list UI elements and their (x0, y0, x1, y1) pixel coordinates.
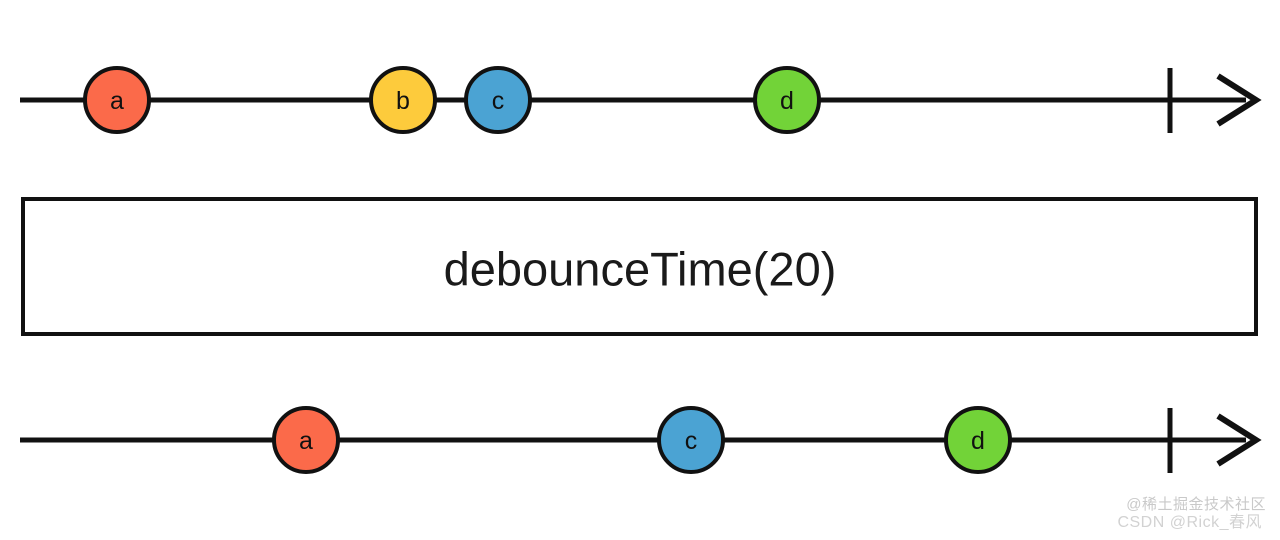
marble-circle-b (369, 66, 437, 134)
operator-box-rect (21, 197, 1258, 336)
input-marble-b[interactable]: b (369, 66, 437, 134)
marble-circle-c (657, 406, 725, 474)
input-arrow-head (1216, 73, 1262, 127)
input-marble-c[interactable]: c (464, 66, 532, 134)
output-marble-a[interactable]: a (272, 406, 340, 474)
marble-label-d: d (971, 427, 985, 455)
marble-label-a: a (110, 87, 124, 115)
input-marble-a[interactable]: a (83, 66, 151, 134)
marble-label-c: c (492, 87, 505, 115)
marble-circle-d (944, 406, 1012, 474)
operator-box[interactable]: debounceTime(20) (21, 197, 1258, 336)
marble-circle-a (83, 66, 151, 134)
marble-label-a: a (299, 427, 313, 455)
marble-circle-c (464, 66, 532, 134)
operator-label: debounceTime(20) (444, 243, 837, 296)
marble-label-b: b (396, 87, 410, 115)
input-timeline: a b c d (20, 66, 1262, 134)
marble-circle-a (272, 406, 340, 474)
marble-label-c: c (685, 427, 698, 455)
marble-label-d: d (780, 87, 794, 115)
output-marble-c[interactable]: c (657, 406, 725, 474)
output-arrow-head (1216, 413, 1262, 467)
input-marble-d[interactable]: d (753, 66, 821, 134)
output-timeline: a c d (20, 406, 1262, 474)
marble-circle-d (753, 66, 821, 134)
output-marble-d[interactable]: d (944, 406, 1012, 474)
